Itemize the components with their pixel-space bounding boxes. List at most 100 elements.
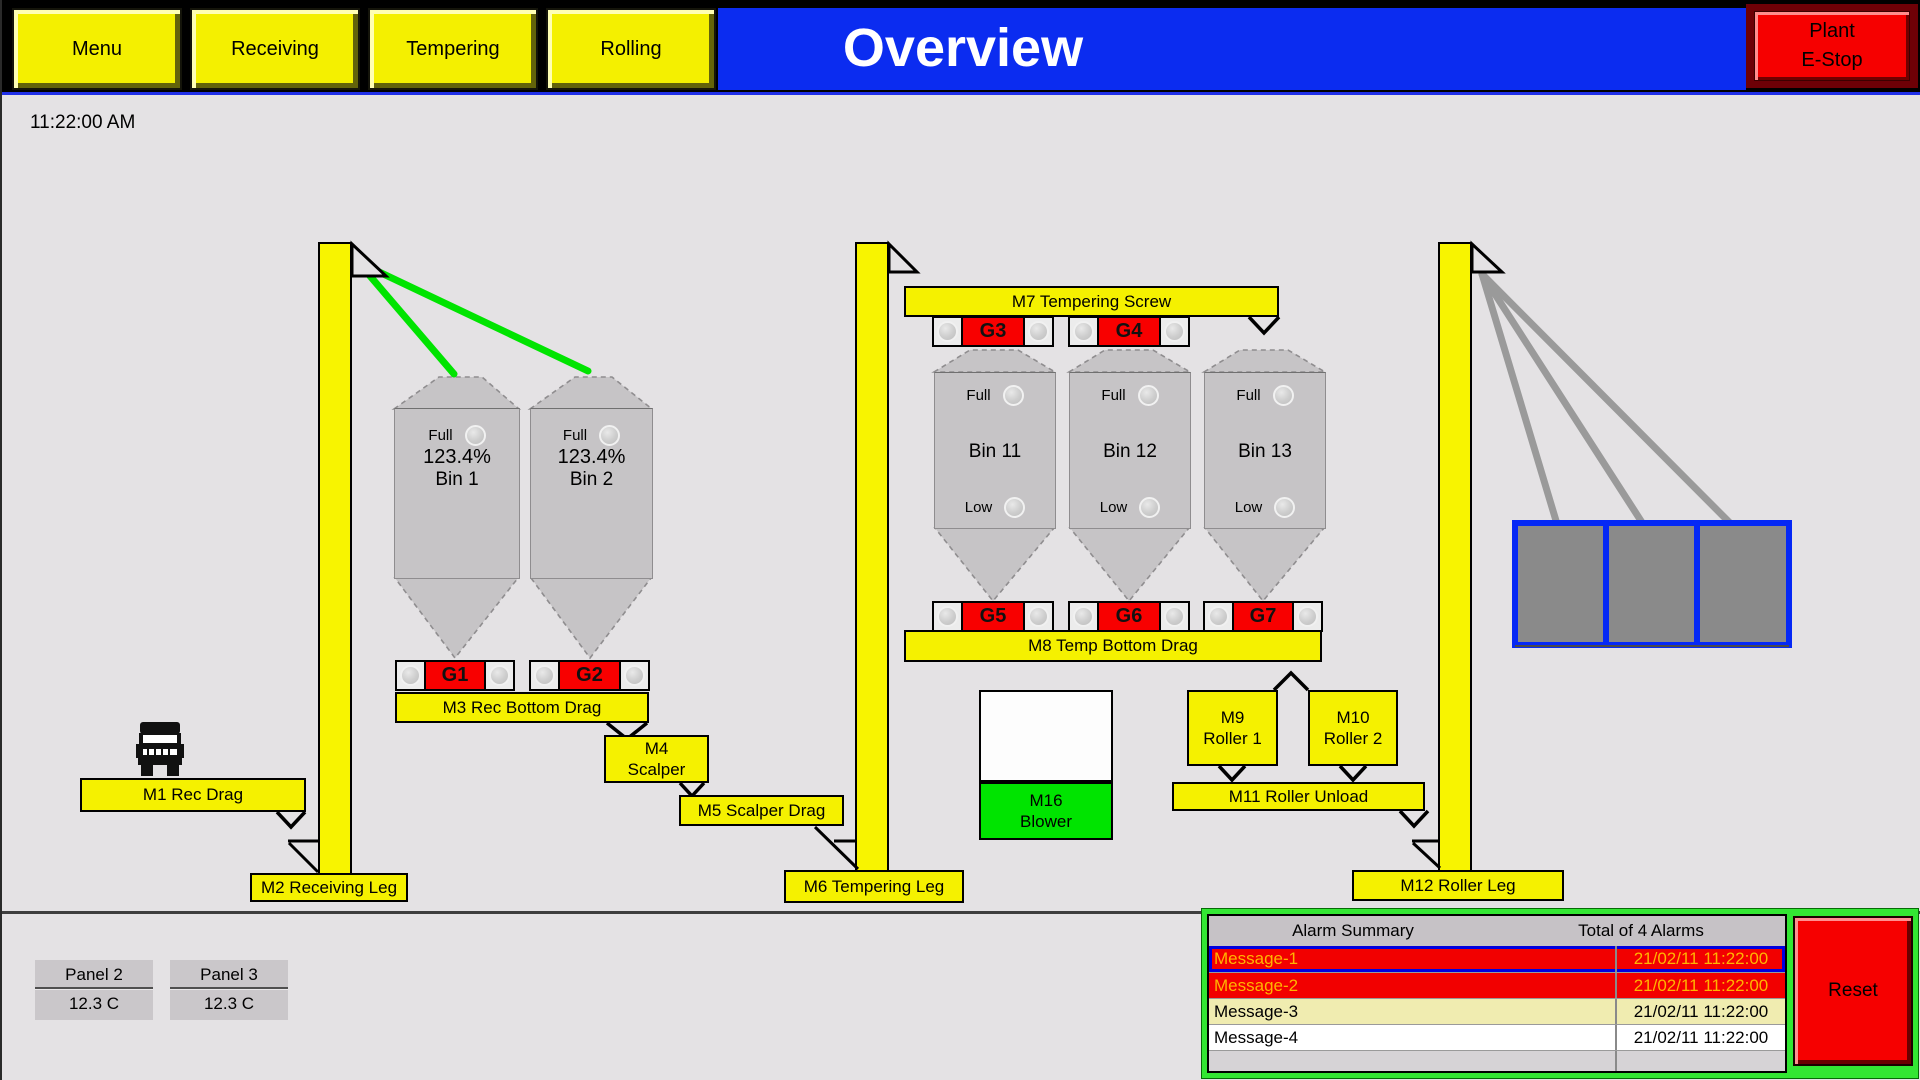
tempering-leg-spout: [887, 240, 921, 274]
page-title: Overview: [842, 18, 1084, 78]
g2-right-lamp: [624, 665, 645, 686]
g3-right-lamp-cell: [1023, 316, 1054, 347]
bin1-top: [391, 376, 522, 410]
bin-13: Full Bin 13 Low: [1204, 372, 1326, 529]
alarm-row-3[interactable]: Message-3 21/02/11 11:22:00: [1209, 998, 1785, 1024]
bin2-full-lamp: [599, 425, 621, 446]
m8-temp-bottom-drag[interactable]: M8 Temp Bottom Drag: [904, 630, 1322, 662]
m3-rec-bottom-drag[interactable]: M3 Rec Bottom Drag: [395, 692, 649, 723]
bin2-name: Bin 2: [569, 469, 614, 490]
g5-left-lamp-cell: [932, 601, 963, 632]
nav-button-receiving[interactable]: Receiving: [190, 8, 360, 90]
product-bin-box: [1512, 520, 1792, 648]
estop-label-line1: Plant: [1809, 20, 1855, 42]
bin13-low-label: Low: [1234, 499, 1263, 516]
g1-right-lamp-cell: [484, 660, 515, 691]
gate-g4[interactable]: G4: [1068, 316, 1190, 347]
receiving-leg-column: [318, 242, 352, 882]
m10-roller-2[interactable]: M10 Roller 2: [1308, 690, 1398, 766]
m10-label-line1: M10: [1336, 707, 1370, 727]
g1-left-lamp-cell: [395, 660, 426, 691]
m16-blower-housing: [979, 690, 1113, 782]
g7-right-lamp-cell: [1292, 601, 1323, 632]
roller-leg-spout: [1470, 240, 1506, 274]
bin1-full-lamp: [464, 425, 486, 446]
bin1-full-label: Full: [428, 427, 453, 444]
bin12-funnel: [1068, 527, 1191, 603]
g7-right-lamp: [1297, 606, 1318, 627]
m9-discharge-arrow: [1217, 764, 1247, 783]
m4-scalper[interactable]: M4 Scalper: [604, 735, 709, 783]
alarm-header-title: Alarm Summary: [1292, 921, 1414, 940]
gate-g2[interactable]: G2: [529, 660, 650, 691]
g3-left-lamp: [937, 321, 958, 342]
alarm-reset-button[interactable]: Reset: [1793, 916, 1913, 1066]
bin13-full-lamp: [1272, 385, 1294, 406]
title-bar: Overview: [718, 8, 1746, 90]
g4-left-lamp: [1073, 321, 1094, 342]
m9-roller-1[interactable]: M9 Roller 1: [1187, 690, 1278, 766]
bin11-funnel: [933, 527, 1056, 603]
m11-roller-unload[interactable]: M11 Roller Unload: [1172, 782, 1425, 811]
gate-g1[interactable]: G1: [395, 660, 515, 691]
panel-3-readout: Panel 3 12.3 C: [170, 960, 288, 1020]
m10-discharge-arrow: [1338, 764, 1368, 783]
m16-blower[interactable]: M16 Blower: [979, 782, 1113, 840]
m12-roller-leg[interactable]: M12 Roller Leg: [1352, 870, 1564, 901]
bin12-top: [1066, 349, 1193, 373]
alarm-header-total: Total of 4 Alarms: [1578, 921, 1704, 940]
m6-tempering-leg[interactable]: M6 Tempering Leg: [784, 870, 964, 903]
alarm-row-1[interactable]: Message-1 21/02/11 11:22:00: [1209, 946, 1785, 972]
bin2-top: [527, 376, 655, 410]
alarm3-message: Message-3: [1214, 1001, 1299, 1021]
bin12-name: Bin 12: [1103, 440, 1157, 462]
gate-g6[interactable]: G6: [1068, 601, 1190, 632]
section-divider: [2, 911, 1920, 914]
m2-receiving-leg[interactable]: M2 Receiving Leg: [250, 873, 408, 902]
m9-label-line1: M9: [1220, 707, 1245, 727]
g1-label: G1: [424, 660, 486, 691]
g6-left-lamp-cell: [1068, 601, 1099, 632]
bin2-funnel: [529, 577, 653, 660]
m1-rec-drag[interactable]: M1 Rec Drag: [80, 778, 306, 812]
g4-right-lamp: [1164, 321, 1185, 342]
gate-g3[interactable]: G3: [932, 316, 1054, 347]
bin-12: Full Bin 12 Low: [1069, 372, 1191, 529]
header-underline: [2, 92, 1920, 95]
alarm-empty-message: [1209, 1051, 1615, 1071]
m8-split-arrow: [1272, 670, 1310, 692]
g5-left-lamp: [937, 606, 958, 627]
leg-spouts: [350, 240, 1506, 278]
bin12-low-label: Low: [1099, 499, 1128, 516]
m4-label-line1: M4: [644, 738, 669, 758]
g6-left-lamp: [1073, 606, 1094, 627]
nav-button-rolling[interactable]: Rolling: [546, 8, 716, 90]
green-feed-pipes: [354, 258, 592, 378]
bin13-name: Bin 13: [1238, 440, 1292, 462]
panel2-temp: 12.3 C: [68, 994, 120, 1013]
receiving-leg-spout: [350, 240, 390, 278]
plant-estop-button[interactable]: Plant E-Stop: [1754, 11, 1910, 81]
gate-g5[interactable]: G5: [932, 601, 1054, 632]
g7-label: G7: [1232, 601, 1294, 632]
bin12-full-label: Full: [1101, 387, 1126, 404]
alarm-row-2[interactable]: Message-2 21/02/11 11:22:00: [1209, 972, 1785, 998]
pipe-to-bin2: [354, 258, 592, 375]
g7-left-lamp-cell: [1203, 601, 1234, 632]
gate-g7[interactable]: G7: [1203, 601, 1323, 632]
m16-label-line1: M16: [1029, 790, 1063, 810]
m16-label-line2: Blower: [1020, 812, 1072, 831]
receiving-leg-boot: [287, 839, 320, 874]
product-bins: [1512, 520, 1792, 648]
alarm1-message: Message-1: [1214, 949, 1299, 968]
m11-discharge-arrow: [1398, 809, 1430, 829]
pipe-to-product2: [1478, 270, 1647, 528]
m5-scalper-drag[interactable]: M5 Scalper Drag: [679, 795, 844, 826]
nav-button-menu[interactable]: Menu: [12, 8, 182, 90]
alarm4-timestamp: 21/02/11 11:22:00: [1615, 1025, 1785, 1050]
m7-tempering-screw[interactable]: M7 Tempering Screw: [904, 286, 1279, 317]
alarm-row-4[interactable]: Message-4 21/02/11 11:22:00: [1209, 1024, 1785, 1050]
bin1-level: 123.4%: [423, 446, 491, 468]
nav-button-tempering[interactable]: Tempering: [368, 8, 538, 90]
estop-label-line2: E-Stop: [1801, 49, 1863, 71]
